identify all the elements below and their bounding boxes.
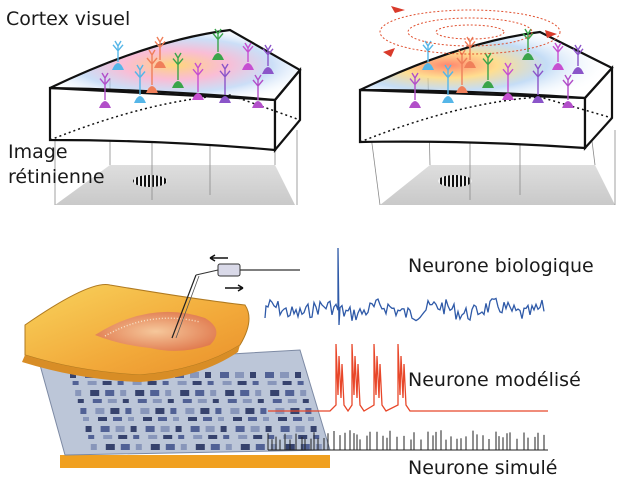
neuron-cell [134,64,146,103]
electrode-needle [171,274,197,339]
cortex-block-left [48,28,302,205]
motion-arrow-left [391,6,405,13]
visual-cortex-label: Cortex visuel [6,8,131,30]
modeled-neuron-label: Neurone modélisé [408,369,581,391]
grating-stimulus-left [133,175,167,187]
biological-neuron-trace [264,247,545,326]
electrode-needle-2 [175,275,200,339]
neuron-cell [502,62,514,100]
simulated-neuron-spikes [267,430,548,451]
electrode-holder [217,263,241,277]
chip-circuit-grid [70,372,322,450]
arrow-right-icon [225,284,244,292]
motion-arrow-right [545,30,557,38]
cortex-depth-line-left [49,94,301,141]
neuron-cell [146,49,158,93]
motion-rings [379,9,561,55]
arrow-left-icon [209,254,228,262]
neuron-cell [409,72,421,108]
neuron-cell [112,40,124,70]
tissue-slice-edge [22,345,240,382]
neuron-cell [172,52,184,88]
hippocampus-region [95,311,217,351]
neuron-cell [242,42,254,70]
neuron-cell [422,40,434,70]
modeled-neuron-trace [268,343,548,413]
simulated-neuron-label: Neurone simulé [408,457,558,479]
grating-stimulus-right [438,175,472,187]
electrode [171,254,300,339]
motion-arrow-bottom [383,48,395,57]
cortex-top-face-left [49,28,302,102]
retina-floor-left [55,165,295,205]
neuron-cell [482,52,494,88]
neuron-cell [192,62,204,100]
neuron-cell [442,64,454,103]
neuron-cell [562,74,574,108]
neuron-cell [252,74,264,108]
neuron-cell [532,63,544,103]
neuron-cell [552,42,564,70]
neuron-cell [212,28,224,60]
retina-floor-right [380,165,615,205]
neuron-cells-right [409,28,584,108]
neuron-cell [262,44,274,74]
hippocampus-layer [104,317,201,337]
neuromorphic-chip [39,349,331,468]
neuron-cells-left [99,28,274,108]
neuron-cell [219,63,231,103]
cortex-front-face-right [358,88,587,150]
retinal-image-label-line1: Image [8,141,68,163]
neuron-cell [522,28,534,60]
neuron-cell [464,36,476,68]
cortex-block-right [358,6,616,206]
tissue-slice [22,284,250,382]
retinal-image-label: Image rétinienne [8,140,105,190]
neuron-cell [572,44,584,74]
retinal-image-label-line2: rétinienne [8,166,105,188]
neuron-cell [99,72,111,108]
cortex-top-face-right [359,30,614,100]
electrode-joint [195,269,219,276]
chip-base-bar [60,455,330,468]
cortex-depth-line-right [359,96,613,143]
biological-neuron-label: Neurone biologique [408,255,594,277]
neuron-cell [154,36,166,68]
neuron-cell [456,49,468,93]
